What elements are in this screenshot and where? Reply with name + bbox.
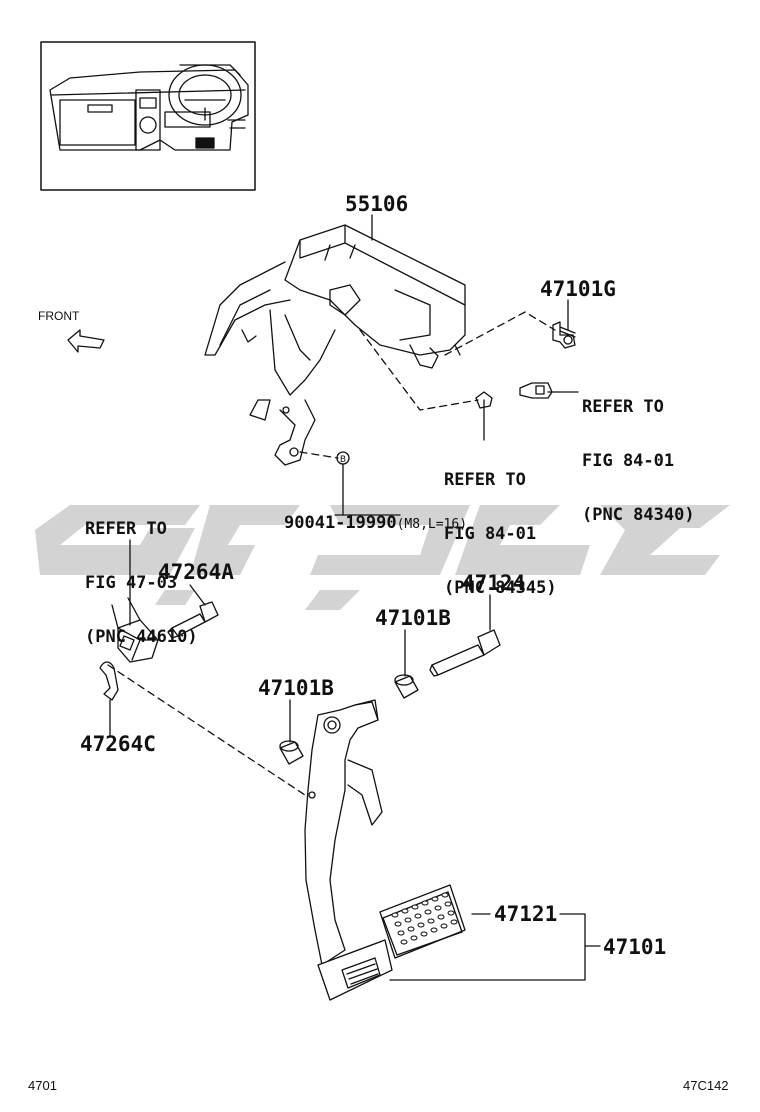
bushing-47101B-upper xyxy=(394,674,419,699)
pedal-pad-grip-dots xyxy=(391,892,458,945)
reference-44610: REFER TO FIG 47-03 (PNC 44610) xyxy=(85,484,198,664)
part-label-47121: 47121 xyxy=(494,902,558,926)
bolt-47101G xyxy=(552,321,576,349)
bolt-part-number: 90041-19990 xyxy=(284,513,397,533)
part-label-47101B-lower: 47101B xyxy=(258,676,334,700)
pedal-bracket-55106 xyxy=(204,224,466,466)
reference-44610-line3: (PNC 44610) xyxy=(85,627,198,647)
footer-figure-number: 4701 xyxy=(28,1078,57,1093)
part-label-55106: 55106 xyxy=(345,192,409,216)
clutch-pedal-47101 xyxy=(304,699,393,1001)
leader-lines xyxy=(109,214,601,981)
pin-47124 xyxy=(429,629,501,677)
reference-84345-line2: FIG 84-01 xyxy=(444,524,537,544)
bolt-callout-b xyxy=(334,451,401,516)
reference-84345-line3: (PNC 84345) xyxy=(444,578,557,598)
reference-44610-line2: FIG 47-03 xyxy=(85,573,178,593)
footer-illustration-code: 47C142 xyxy=(683,1078,729,1093)
front-label: FRONT xyxy=(38,309,80,323)
part-label-47264C: 47264C xyxy=(80,732,156,756)
connector-84340 xyxy=(519,382,553,399)
part-label-47101: 47101 xyxy=(603,935,667,959)
bolt-spec: (M8,L=16) xyxy=(396,517,468,532)
callout-b-letter: B xyxy=(340,455,346,465)
reference-84340-line3: (PNC 84340) xyxy=(582,505,695,525)
reference-84345-line1: REFER TO xyxy=(444,470,526,490)
part-label-47124: 47124 xyxy=(462,571,526,595)
vehicle-location-inset xyxy=(40,41,256,191)
watermark-logo xyxy=(35,505,730,610)
part-label-47101G: 47101G xyxy=(540,277,616,301)
front-arrow-icon xyxy=(67,329,105,353)
reference-84340: REFER TO FIG 84-01 (PNC 84340) xyxy=(582,362,695,542)
reference-84340-line1: REFER TO xyxy=(582,397,664,417)
reference-84340-line2: FIG 84-01 xyxy=(582,451,675,471)
pin-47264A xyxy=(167,601,219,639)
part-label-47264A: 47264A xyxy=(158,560,234,584)
reference-44610-line1: REFER TO xyxy=(85,519,167,539)
dashed-leader-lines xyxy=(107,311,556,796)
reference-84345: REFER TO FIG 84-01 (PNC 84345) xyxy=(444,435,557,615)
bushing-47101B-lower xyxy=(279,740,304,765)
clip-47264C xyxy=(99,661,119,701)
bolt-label: 90041-19990(M8,L=16) xyxy=(284,514,467,534)
grommet-84345 xyxy=(475,391,493,409)
part-label-47101B-upper: 47101B xyxy=(375,606,451,630)
